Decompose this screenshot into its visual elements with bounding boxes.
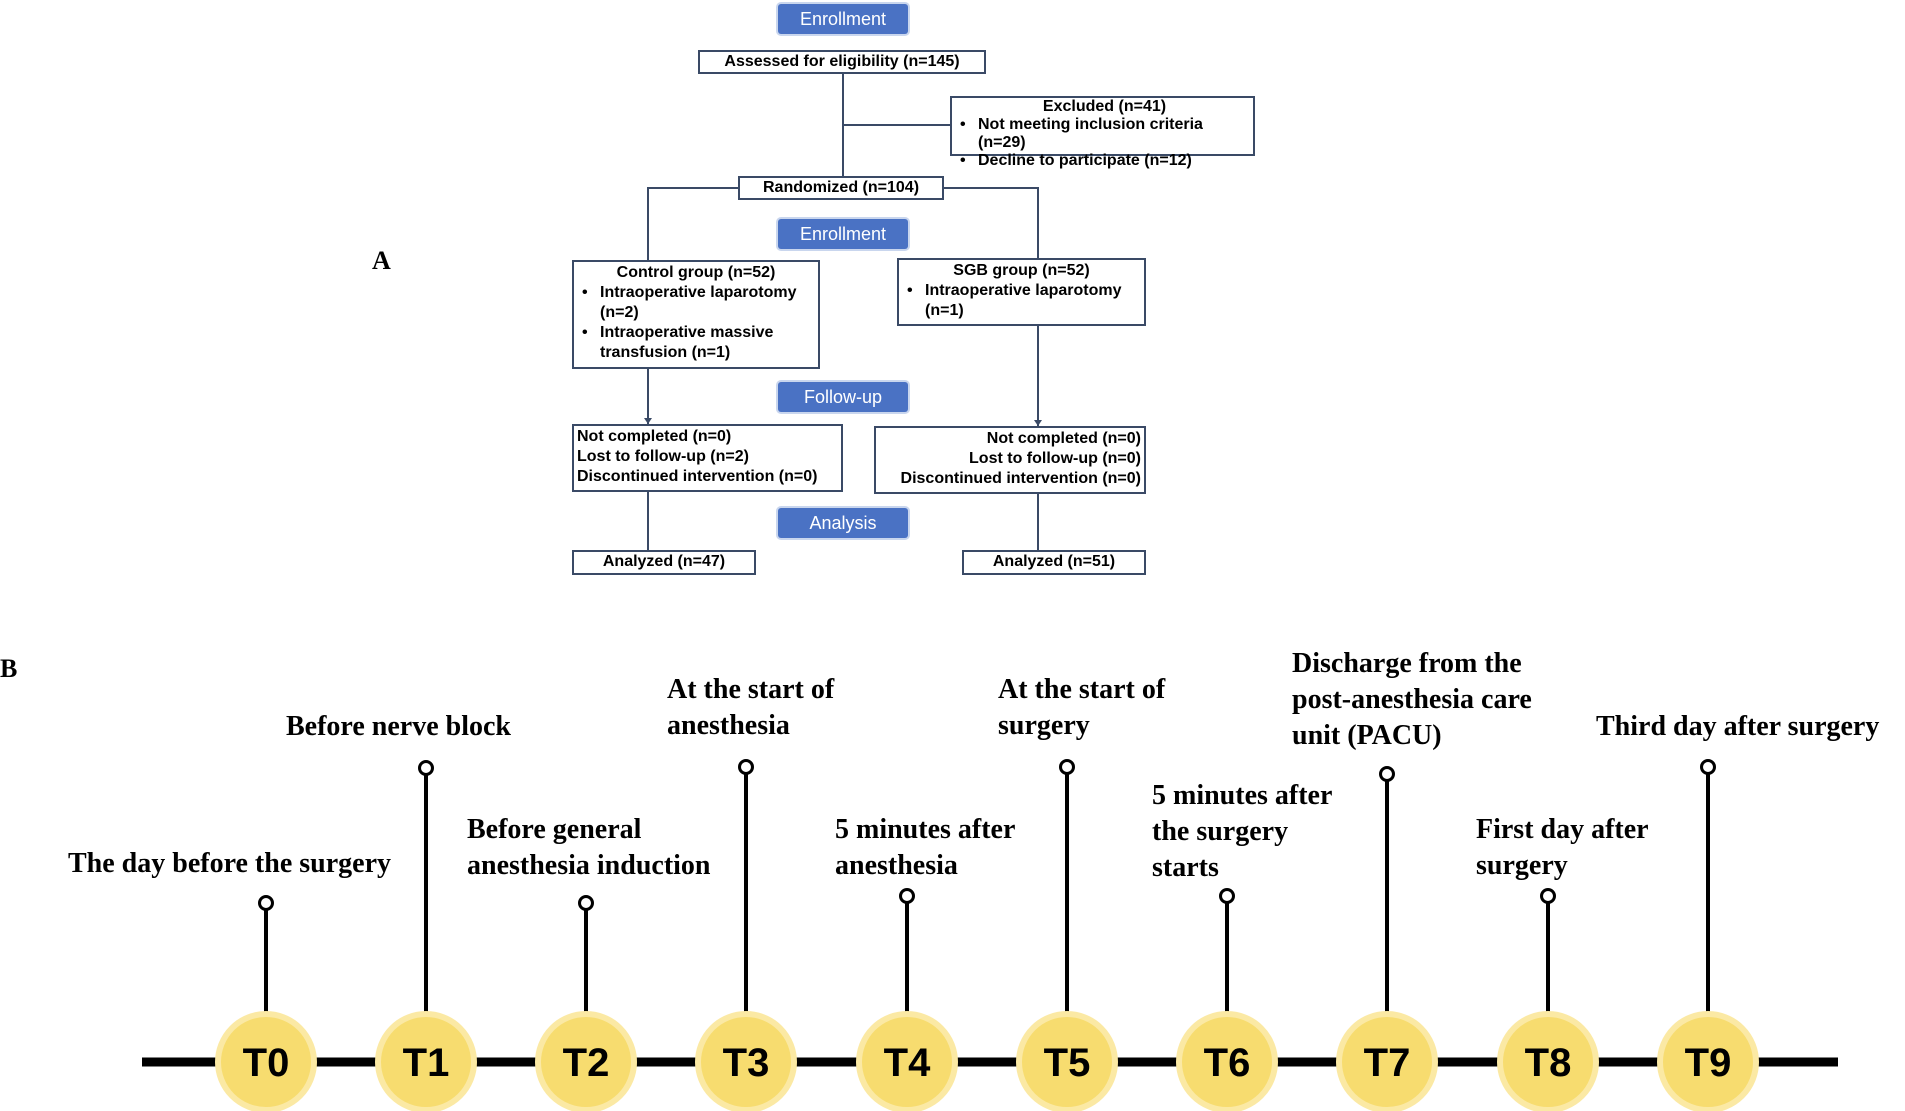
sgb-group-box: SGB group (n=52) Intraoperative laparoto… (897, 258, 1146, 326)
timepoint-id: T4 (884, 1041, 931, 1085)
timepoint-id: T1 (403, 1041, 450, 1085)
timepoint-id: T9 (1685, 1041, 1732, 1085)
timeline-pin-head (418, 760, 434, 776)
timepoint-label: Before nerve block (286, 711, 511, 742)
timeline-pin-head (1379, 766, 1395, 782)
timepoint-label: First day after surgery (1476, 814, 1649, 881)
panel-b-label: B (0, 654, 18, 683)
control-followup-line: Lost to follow-up (n=2) (577, 448, 749, 465)
timeline-pin-head (1219, 888, 1235, 904)
sgb-followup-line: Lost to follow-up (n=0) (969, 450, 1141, 467)
timeline-pin-head (899, 888, 915, 904)
excluded-item: Decline to participate (n=12) (960, 152, 1253, 170)
timepoint-circle (1016, 1011, 1118, 1111)
timepoint-circle (1657, 1011, 1759, 1111)
timeline-pin-head (578, 895, 594, 911)
sgb-group-title: SGB group (n=52) (953, 262, 1090, 279)
timepoint-id: T5 (1044, 1041, 1091, 1085)
control-exclusion-item: Intraoperative massive transfusion (n=1) (582, 323, 814, 363)
timepoint-circle (695, 1011, 797, 1111)
timepoint-label: The day before the surgery (68, 848, 391, 879)
excluded-item: Not meeting inclusion criteria (n=29) (960, 116, 1253, 152)
timepoint-id: T6 (1204, 1041, 1251, 1085)
timepoint-circle (1336, 1011, 1438, 1111)
control-group-title: Control group (n=52) (616, 264, 776, 281)
timepoint-label: Discharge from the post-anesthesia care … (1292, 648, 1532, 751)
stage-enrollment-top: Enrollment (778, 4, 908, 34)
excluded-box: Excluded (n=41) Not meeting inclusion cr… (950, 96, 1255, 170)
timepoint-label: At the start of anesthesia (667, 674, 835, 741)
sgb-followup-box: Not completed (n=0) Lost to follow-up (n… (874, 426, 1146, 494)
timepoint-id: T0 (243, 1041, 290, 1085)
timepoint-circle (856, 1011, 958, 1111)
sgb-analyzed-box: Analyzed (n=51) (962, 550, 1146, 575)
excluded-title: Excluded (n=41) (1042, 98, 1167, 115)
timepoint-circle (215, 1011, 317, 1111)
timepoint-circle (375, 1011, 477, 1111)
timepoint-label: Before general anesthesia induction (467, 814, 711, 881)
timepoint-circle (535, 1011, 637, 1111)
timepoint-label: At the start of surgery (998, 674, 1166, 741)
timepoint-label: 5 minutes after anesthesia (835, 814, 1016, 881)
control-exclusion-item: Intraoperative laparotomy (n=2) (582, 283, 814, 323)
sgb-exclusion-item: Intraoperative laparotomy (n=1) (907, 281, 1140, 321)
assessed-box: Assessed for eligibility (n=145) (698, 50, 986, 74)
control-followup-box: Not completed (n=0) Lost to follow-up (n… (572, 424, 843, 492)
timepoint-circle (1176, 1011, 1278, 1111)
control-group-box: Control group (n=52) Intraoperative lapa… (572, 260, 820, 369)
timeline-pin-head (258, 895, 274, 911)
timeline-pin-head (1059, 759, 1075, 775)
sgb-followup-line: Not completed (n=0) (986, 430, 1141, 447)
timeline-pin-head (1540, 888, 1556, 904)
timepoint-label: 5 minutes after the surgery starts (1152, 780, 1333, 883)
timepoint-circle (1497, 1011, 1599, 1111)
panel-a-label: A (372, 246, 391, 275)
timeline-pin-head (738, 759, 754, 775)
stage-enrollment-mid: Enrollment (778, 219, 908, 249)
timepoint-id: T2 (563, 1041, 610, 1085)
timeline-pin-head (1700, 759, 1716, 775)
control-followup-line: Not completed (n=0) (577, 428, 732, 445)
timepoint-id: T3 (723, 1041, 770, 1085)
control-followup-line: Discontinued intervention (n=0) (577, 468, 818, 485)
timepoint-label: Third day after surgery (1596, 711, 1880, 742)
timepoint-id: T8 (1525, 1041, 1572, 1085)
sgb-followup-line: Discontinued intervention (n=0) (900, 470, 1141, 487)
randomized-box: Randomized (n=104) (738, 176, 944, 200)
stage-followup: Follow-up (778, 382, 908, 412)
control-analyzed-box: Analyzed (n=47) (572, 550, 756, 575)
stage-analysis: Analysis (778, 508, 908, 538)
timepoint-id: T7 (1364, 1041, 1411, 1085)
